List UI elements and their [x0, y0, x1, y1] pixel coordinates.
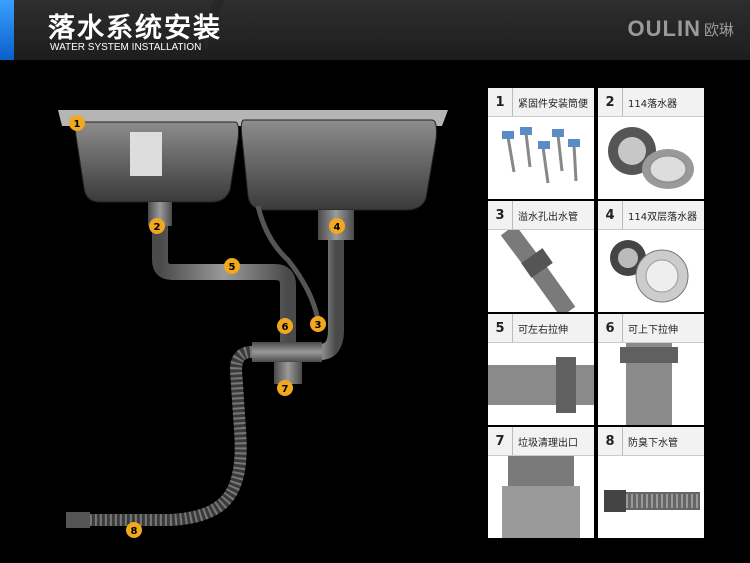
part-label: 可上下拉伸	[628, 324, 678, 336]
part-label: 防臭下水管	[628, 437, 678, 449]
pipe-left-horizontal	[152, 226, 296, 350]
part-tile-3: 3 溢水孔出水管	[488, 201, 594, 312]
marker-2-icon: 2	[149, 218, 165, 234]
svg-text:6: 6	[282, 322, 289, 333]
svg-text:4: 4	[334, 222, 341, 233]
part-tile-4: 4 114双层落水器	[598, 201, 704, 312]
sink-label-sticker	[130, 132, 162, 176]
part-label: 114双层落水器	[628, 211, 698, 223]
brand-name: OULIN	[627, 16, 701, 41]
drain-strainer-icon	[608, 127, 694, 189]
double-drain-strainer-icon	[610, 240, 689, 303]
part-number: 8	[598, 427, 623, 455]
part-label: 垃圾清理出口	[518, 437, 578, 449]
fastener-parts-icon	[502, 127, 580, 184]
part-number: 4	[598, 201, 623, 229]
part-tile-2: 2 114落水器	[598, 88, 704, 199]
part-tile-6: 6 可上下拉伸	[598, 314, 704, 425]
parts-grid: 1 紧固件安装筒便 2 114落水器 3 溢水孔出水管 4 114双层落水器 5 可左右拉…	[488, 88, 704, 538]
marker-7-icon: 7	[277, 380, 293, 396]
part-label: 溢水孔出水管	[518, 211, 578, 223]
part-number: 5	[488, 314, 513, 342]
tee-junction	[252, 342, 322, 362]
overflow-tube	[255, 205, 321, 321]
sink-bowl-right	[240, 119, 437, 211]
part-label: 可左右拉伸	[518, 324, 568, 336]
anti-odor-hose-icon	[604, 490, 700, 512]
page-subtitle: WATER SYSTEM INSTALLATION	[50, 42, 202, 53]
part-tile-7: 7 垃圾清理出口	[488, 427, 594, 538]
vertical-extension-pipe-icon	[620, 343, 678, 425]
marker-1-icon: 1	[69, 115, 85, 131]
marker-3-icon: 3	[310, 316, 326, 332]
brand-logo: OULIN 欧琳	[628, 16, 734, 42]
svg-text:2: 2	[154, 222, 161, 233]
debris-cleanout-icon	[502, 456, 580, 538]
header-accent-stripe	[0, 0, 14, 60]
page-title: 落水系统安装	[48, 13, 222, 44]
pipe-right-vertical	[302, 240, 344, 360]
svg-text:7: 7	[282, 384, 289, 395]
part-number: 6	[598, 314, 623, 342]
part-tile-1: 1 紧固件安装筒便	[488, 88, 594, 199]
marker-5-icon: 5	[224, 258, 240, 274]
marker-4-icon: 4	[329, 218, 345, 234]
part-tile-8: 8 防臭下水管	[598, 427, 704, 538]
part-tile-5: 5 可左右拉伸	[488, 314, 594, 425]
part-number: 2	[598, 88, 623, 116]
part-label: 114落水器	[628, 98, 678, 110]
cleanout-cap	[274, 362, 302, 384]
header-diagonal-decoration	[205, 0, 745, 60]
part-number: 7	[488, 427, 513, 455]
svg-text:5: 5	[229, 262, 236, 273]
marker-8-icon: 8	[126, 522, 142, 538]
sink-drainage-diagram: 1 2 3 4 5 6 7 8	[58, 110, 448, 538]
part-number: 3	[488, 201, 513, 229]
header-bar: 落水系统安装 WATER SYSTEM INSTALLATION OULIN 欧…	[0, 0, 750, 60]
marker-6-icon: 6	[277, 318, 293, 334]
brand-name-cn: 欧琳	[703, 20, 734, 39]
svg-text:8: 8	[131, 526, 138, 537]
svg-text:1: 1	[74, 119, 81, 130]
overflow-pipe-icon	[500, 230, 576, 312]
part-number: 1	[488, 88, 513, 116]
horizontal-extension-pipe-icon	[488, 357, 594, 413]
part-label: 紧固件安装筒便	[518, 98, 588, 110]
hose-end-fitting	[66, 512, 90, 528]
svg-text:3: 3	[315, 320, 322, 331]
